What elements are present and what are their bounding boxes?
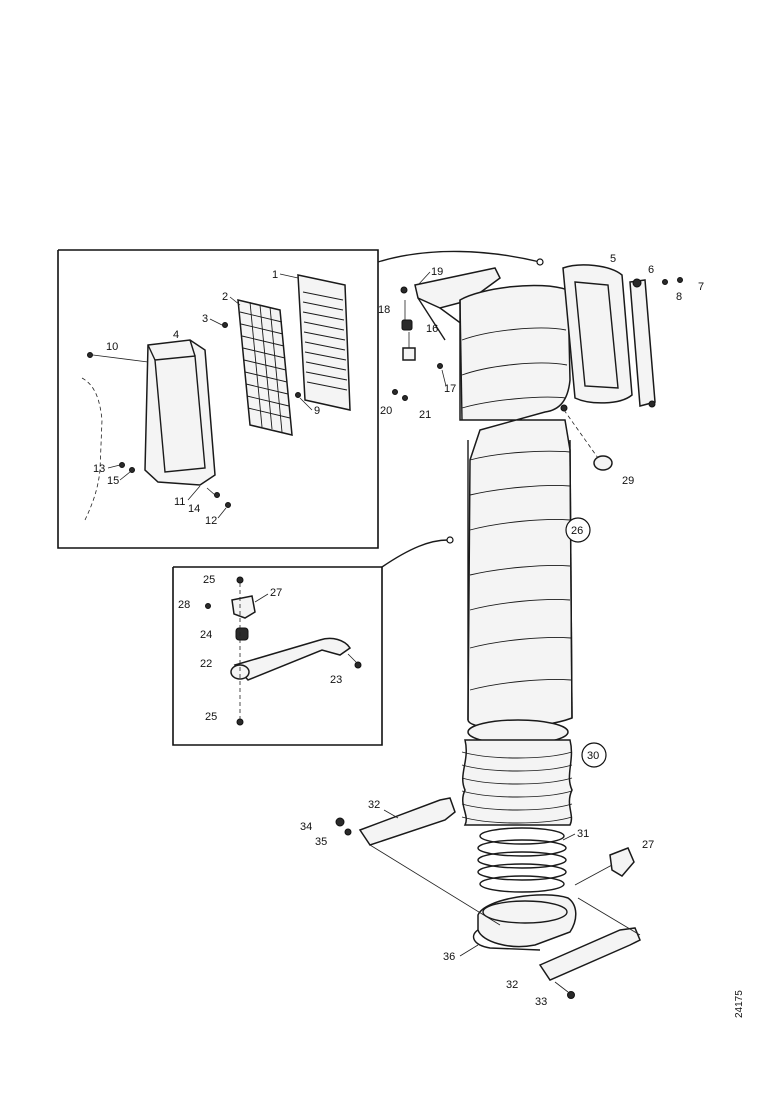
label-12: 12 [205, 515, 217, 527]
label-22: 22 [200, 658, 212, 670]
label-17: 17 [444, 383, 456, 395]
callout-26: 26 [565, 517, 591, 543]
label-16: 16 [426, 323, 438, 335]
label-13: 13 [93, 463, 105, 475]
label-35: 35 [315, 836, 327, 848]
grille-part-1 [297, 274, 351, 411]
label-24: 24 [200, 629, 212, 641]
mesh-screen-part-2 [237, 299, 293, 436]
label-4: 4 [173, 329, 179, 341]
label-3: 3 [202, 313, 208, 325]
label-18: 18 [378, 304, 390, 316]
label-1: 1 [272, 269, 278, 281]
label-30: 30 [587, 750, 599, 762]
inset-mount-detail: 25 27 28 24 22 23 25 [172, 536, 454, 746]
label-27-inset: 27 [270, 587, 282, 599]
label-19: 19 [431, 266, 443, 278]
label-11: 11 [174, 496, 185, 508]
spacer-part-24 [235, 627, 249, 641]
label-10: 10 [106, 341, 118, 353]
label-15: 15 [107, 475, 119, 487]
label-6: 6 [648, 264, 654, 276]
support-arm-upper: 32 34 35 [300, 797, 501, 926]
label-7: 7 [698, 281, 704, 293]
label-25-bottom: 25 [205, 711, 217, 723]
label-5: 5 [610, 253, 616, 265]
housing-part-4 [144, 339, 216, 486]
label-32-upper: 32 [368, 799, 380, 811]
bellows-part-30 [461, 719, 573, 826]
label-9: 9 [314, 405, 320, 417]
label-31: 31 [577, 828, 589, 840]
support-arm-lower: 27 32 33 [506, 839, 654, 1008]
inset-grille-detail: 1 2 3 4 9 10 11 12 13 14 15 [57, 249, 544, 549]
label-27-lower: 27 [642, 839, 654, 851]
label-2: 2 [222, 291, 228, 303]
clip-part-27 [231, 595, 256, 619]
label-28: 28 [178, 599, 190, 611]
label-25-top: 25 [203, 574, 215, 586]
label-14: 14 [188, 503, 200, 515]
label-21: 21 [419, 409, 431, 421]
drawing-number: 24175 [734, 990, 745, 1018]
label-8: 8 [676, 291, 682, 303]
label-29: 29 [622, 475, 634, 487]
spring-part-31: 31 [477, 827, 589, 893]
label-34: 34 [300, 821, 312, 833]
label-26: 26 [571, 525, 583, 537]
label-36: 36 [443, 951, 455, 963]
top-hardware-group: 19 18 16 17 20 21 [378, 266, 501, 421]
label-33: 33 [535, 996, 547, 1008]
main-duct-part-26 [459, 284, 573, 729]
label-32-lower: 32 [506, 979, 518, 991]
plug-part-29: 29 [563, 409, 634, 487]
label-20: 20 [380, 405, 392, 417]
bracket-arm-part-22 [230, 637, 352, 681]
side-panel-group: 5 6 7 8 [562, 253, 704, 408]
base-part-36: 36 [443, 894, 577, 963]
callout-30: 30 [581, 742, 607, 768]
label-23: 23 [330, 674, 342, 686]
